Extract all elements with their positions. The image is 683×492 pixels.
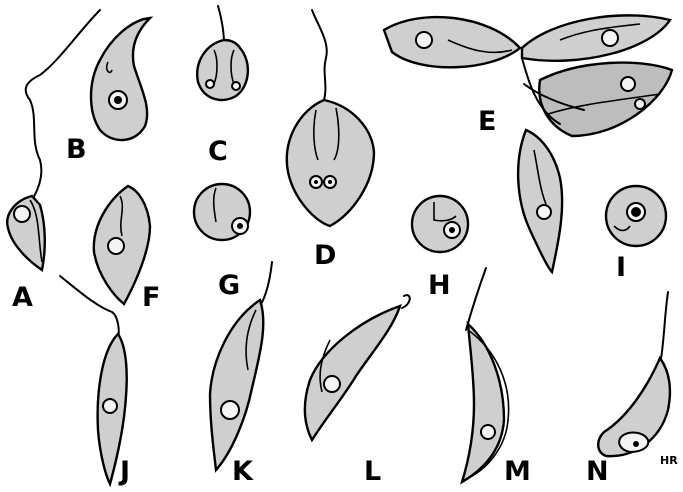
label-l: L — [364, 456, 381, 487]
label-f: F — [142, 282, 160, 313]
label-j: J — [118, 456, 130, 487]
figure-h — [412, 196, 468, 252]
figure-j — [60, 276, 127, 484]
figure-b — [91, 18, 150, 140]
label-k: K — [232, 456, 254, 487]
label-c: C — [208, 136, 228, 167]
label-n: N — [586, 456, 609, 487]
artist-signature: HR — [660, 454, 678, 467]
label-e: E — [478, 106, 496, 137]
figure-n — [598, 292, 670, 456]
label-i: I — [616, 252, 626, 283]
figure-l — [305, 295, 410, 440]
label-m: M — [504, 456, 531, 487]
label-a: A — [12, 282, 33, 313]
figure-c — [197, 6, 248, 100]
label-h: H — [428, 270, 451, 301]
label-g: G — [218, 270, 240, 301]
figure-m — [462, 268, 509, 482]
figure-i — [606, 186, 666, 246]
label-b: B — [66, 134, 87, 165]
figure-g — [194, 184, 250, 240]
figure-d — [287, 10, 374, 226]
label-d: D — [314, 240, 336, 271]
